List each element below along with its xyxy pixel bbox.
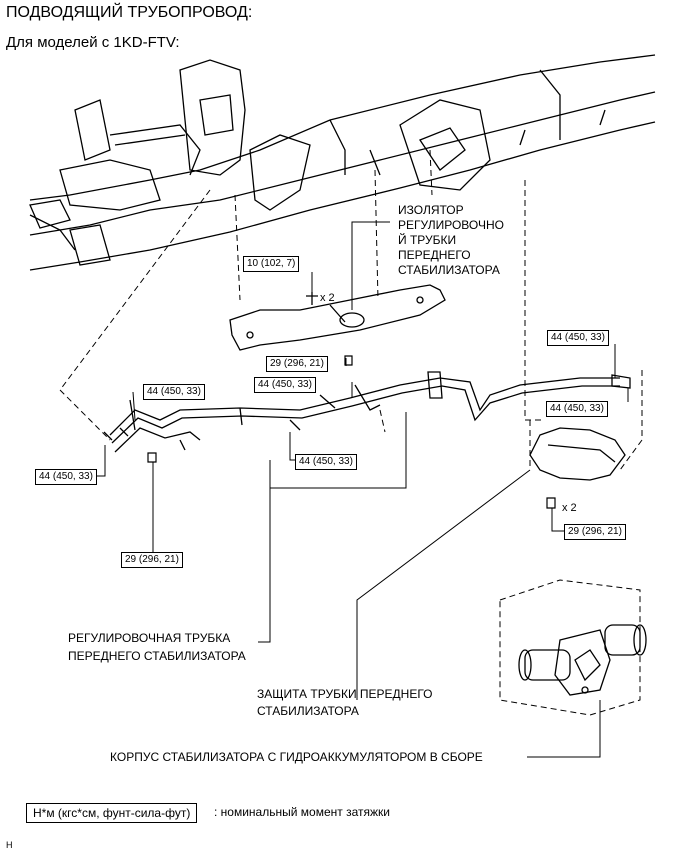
label-isolator-line1: ИЗОЛЯТОР bbox=[398, 203, 464, 217]
protection-cover bbox=[529, 427, 626, 481]
leader-lines bbox=[95, 221, 629, 758]
label-housing: КОРПУС СТАБИЛИЗАТОРА С ГИДРОАККУМУЛЯТОРО… bbox=[110, 750, 483, 764]
torque-label: 44 (450, 33) bbox=[547, 330, 609, 346]
guide-lines bbox=[59, 149, 643, 716]
torque-label: 29 (296, 21) bbox=[266, 356, 328, 372]
label-adjust-tube-line1: РЕГУЛИРОВОЧНАЯ ТРУБКА bbox=[68, 631, 231, 645]
multiplier-label: x 2 bbox=[562, 502, 577, 514]
torque-label: 10 (102, 7) bbox=[243, 256, 300, 272]
accumulator-housing bbox=[518, 624, 647, 696]
label-protection-line1: ЗАЩИТА ТРУБКИ ПЕРЕДНЕГО bbox=[257, 687, 433, 701]
torque-label: 29 (296, 21) bbox=[564, 524, 626, 540]
multiplier-label: x 2 bbox=[320, 292, 335, 304]
legend-unit-box: Н*м (кгс*см, фунт-сила-фут) bbox=[26, 803, 198, 823]
torque-label: 44 (450, 33) bbox=[254, 377, 316, 393]
legend-description: : номинальный момент затяжки bbox=[214, 805, 390, 819]
bolt-marks bbox=[147, 355, 556, 509]
isolator-bracket bbox=[229, 284, 446, 351]
torque-label: 44 (450, 33) bbox=[35, 469, 97, 485]
torque-label: 44 (450, 33) bbox=[143, 384, 205, 400]
chassis-frame bbox=[29, 54, 656, 271]
torque-label: 29 (296, 21) bbox=[121, 552, 183, 568]
torque-label: 44 (450, 33) bbox=[546, 401, 608, 417]
torque-label: 44 (450, 33) bbox=[295, 454, 357, 470]
label-adjust-tube-line2: ПЕРЕДНЕГО СТАБИЛИЗАТОРА bbox=[68, 649, 246, 663]
corner-code: H bbox=[6, 840, 13, 850]
label-isolator-line5: СТАБИЛИЗАТОРА bbox=[398, 263, 500, 277]
pipe-lines bbox=[103, 371, 631, 453]
label-protection-line2: СТАБИЛИЗАТОРА bbox=[257, 704, 359, 718]
page-title: ПОДВОДЯЩИЙ ТРУБОПРОВОД: bbox=[6, 4, 253, 21]
label-isolator-line3: Й ТРУБКИ bbox=[398, 233, 457, 247]
model-subtitle: Для моделей с 1KD-FTV: bbox=[6, 34, 180, 51]
label-isolator-line2: РЕГУЛИРОВОЧНО bbox=[398, 218, 504, 232]
label-isolator-line4: ПЕРЕДНЕГО bbox=[398, 248, 471, 262]
